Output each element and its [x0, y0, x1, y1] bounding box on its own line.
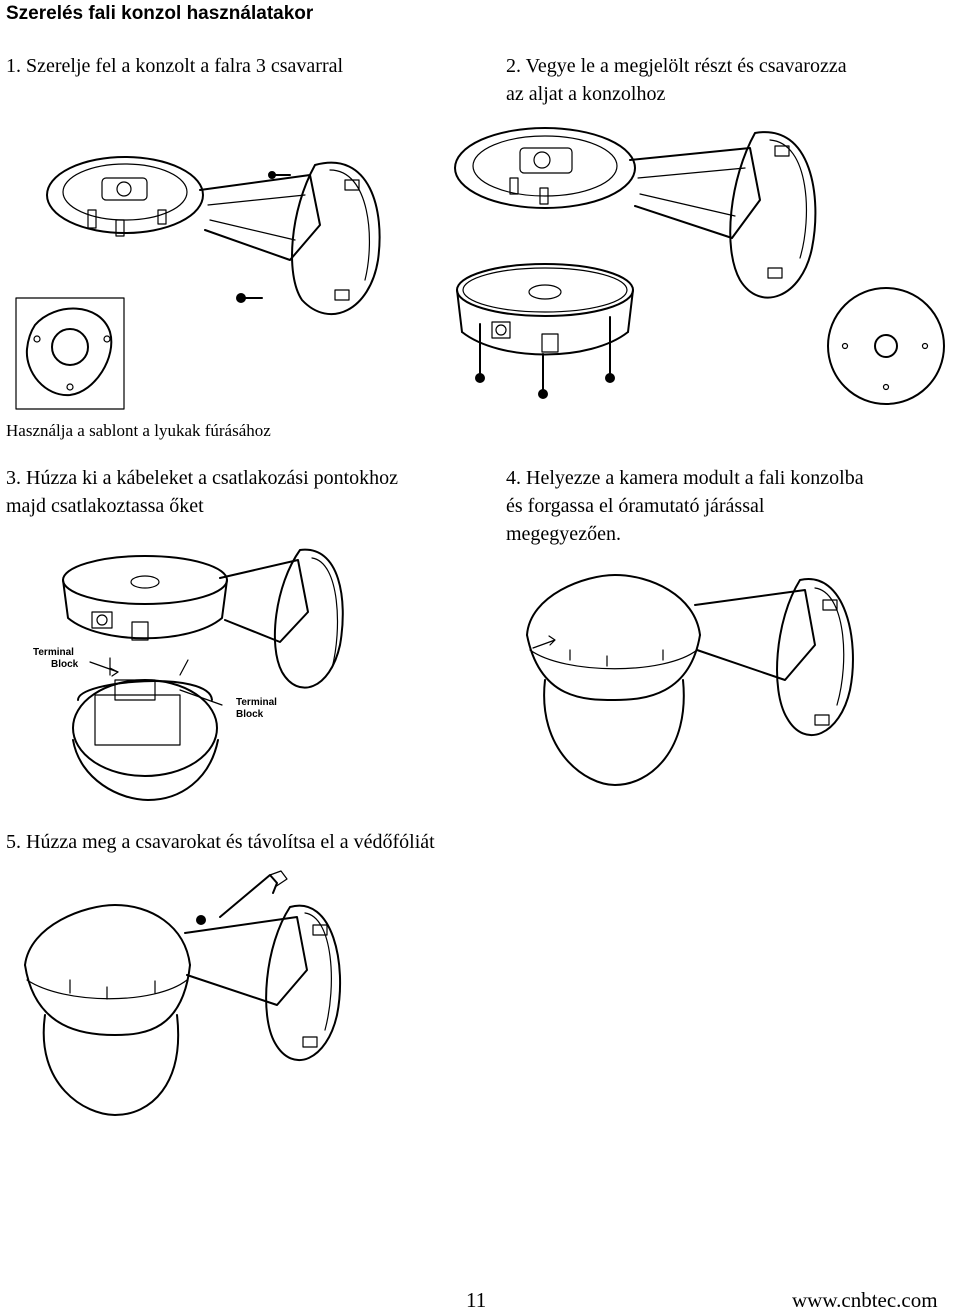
page-title: Szerelés fali konzol használatakor	[6, 3, 314, 24]
wall-bracket-illustration-step1	[46, 156, 381, 316]
terminal-block-label-1-line1: Terminal	[33, 647, 74, 658]
page-number: 11	[466, 1288, 487, 1312]
wall-bracket-illustration-step2	[454, 127, 817, 299]
step-4-text-line3: megegyezően.	[506, 523, 621, 545]
camera-module-in-bracket-illustration	[526, 574, 854, 786]
step-5-text: 5. Húzza meg a csavarokat és távolítsa e…	[6, 831, 435, 853]
terminal-block-label-2-line1: Terminal	[236, 697, 277, 708]
cable-connection-illustration	[62, 548, 344, 801]
template-caption: Használja a sablont a lyukak fúrásához	[6, 421, 271, 440]
step-1-text: 1. Szerelje fel a konzolt a falra 3 csav…	[6, 55, 344, 77]
step-2-text-line1: 2. Vegye le a megjelölt részt és csavaro…	[506, 55, 847, 77]
step-4-text-line2: és forgassa el óramutató járással	[506, 495, 765, 517]
round-mounting-plate-illustration	[827, 287, 945, 405]
step-4-text-line1: 4. Helyezze a kamera modult a fali konzo…	[506, 467, 864, 489]
terminal-block-label-2-line2: Block	[236, 709, 264, 720]
tighten-screws-illustration	[24, 870, 342, 1116]
website-url: www.cnbtec.com	[792, 1288, 938, 1312]
step-2-text-line2: az aljat a konzolhoz	[506, 83, 666, 105]
step-3-text-line2: majd csatlakoztassa őket	[6, 495, 204, 517]
drilling-template-illustration	[15, 297, 125, 410]
camera-base-ring-illustration	[456, 263, 634, 399]
step-3-text-line1: 3. Húzza ki a kábeleket a csatlakozási p…	[6, 467, 399, 489]
terminal-block-label-1-line2: Block	[51, 659, 79, 670]
